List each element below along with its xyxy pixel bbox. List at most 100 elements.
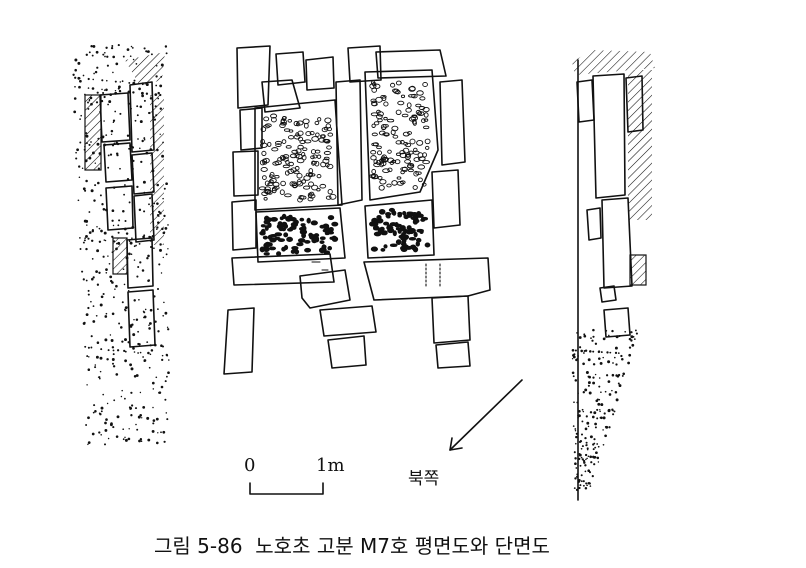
soil-dot: [102, 255, 105, 258]
soil-dot: [611, 389, 613, 392]
pebble-mark: [371, 100, 378, 107]
pebble-mark: [413, 170, 419, 177]
pebble-mark: [282, 156, 289, 162]
soil-dot: [133, 79, 136, 82]
soil-dot: [126, 134, 130, 137]
pebble-mark: [296, 158, 305, 164]
soil-dot: [572, 425, 575, 427]
soil-dot: [584, 436, 587, 440]
soil-dot: [136, 185, 139, 189]
soil-dot: [112, 119, 116, 122]
pebble-mark: [415, 171, 422, 175]
pebble-mark: [267, 141, 272, 147]
soil-dot: [93, 72, 95, 75]
soil-dot: [131, 47, 134, 49]
soil-dot: [114, 89, 117, 92]
pebble-mark: [276, 251, 282, 257]
soil-dot: [130, 414, 133, 417]
soil-dot: [93, 199, 96, 202]
soil-dot: [589, 455, 591, 458]
pebble-mark: [298, 194, 305, 200]
soil-dot: [580, 456, 583, 459]
soil-dot: [104, 239, 107, 242]
soil-dot: [102, 53, 105, 56]
pebble-mark: [319, 183, 327, 189]
pebble-mark: [295, 153, 303, 159]
soil-dot: [581, 458, 584, 461]
soil-dot: [92, 44, 96, 48]
soil-dot: [96, 226, 98, 228]
pebble-mark: [395, 109, 402, 115]
pebble-mark: [303, 139, 312, 144]
soil-dot: [587, 455, 590, 458]
soil-dot: [587, 425, 590, 428]
soil-dot: [617, 382, 620, 385]
soil-dot: [117, 224, 120, 227]
pebble-mark: [293, 170, 300, 175]
soil-dot: [130, 404, 134, 407]
soil-dot: [575, 358, 578, 362]
pebble-mark: [263, 116, 270, 122]
pebble-mark: [299, 217, 305, 222]
pebble-mark: [279, 122, 286, 129]
pebble-mark: [400, 242, 407, 246]
soil-dot: [580, 447, 583, 450]
pebble-mark: [411, 93, 418, 99]
soil-dot: [132, 91, 135, 94]
soil-dot: [114, 110, 117, 113]
soil-dot: [164, 398, 167, 401]
pebble-mark: [275, 232, 280, 236]
soil-dot: [585, 441, 588, 444]
soil-dot: [596, 408, 599, 411]
soil-dot: [121, 80, 124, 83]
soil-dot: [585, 415, 588, 418]
soil-dot: [604, 426, 607, 428]
soil-dot: [571, 371, 575, 375]
soil-dot: [582, 480, 585, 483]
soil-dot: [102, 393, 105, 396]
soil-dot: [101, 203, 104, 206]
soil-dot: [105, 88, 108, 92]
soil-dot: [578, 453, 581, 455]
pebble-mark: [416, 228, 424, 233]
pebble-mark: [308, 193, 316, 199]
soil-dot: [575, 467, 578, 469]
pebble-mark: [376, 114, 383, 120]
soil-dot: [87, 293, 90, 296]
pebble-mark: [322, 225, 329, 229]
scale-bar: 0 1m: [244, 455, 345, 495]
soil-dot: [586, 484, 588, 487]
pebble-mark: [381, 126, 386, 131]
pebble-mark: [379, 226, 385, 232]
soil-dot: [138, 343, 141, 346]
soil-dot: [162, 314, 165, 317]
soil-dot: [602, 443, 605, 446]
soil-dot: [139, 391, 142, 394]
pebble-mark: [315, 132, 320, 137]
soil-dot: [139, 438, 143, 441]
soil-dot: [91, 230, 94, 233]
soil-dot: [586, 457, 588, 460]
soil-dot: [151, 429, 155, 433]
pebble-mark: [264, 241, 271, 248]
pebble-mark: [297, 130, 304, 136]
pebble-mark: [380, 156, 389, 163]
left-wall-hatch-side: [84, 94, 102, 171]
soil-dot: [90, 45, 93, 48]
pebble-mark: [424, 138, 431, 145]
soil-dot: [130, 367, 134, 371]
soil-dot: [84, 237, 86, 239]
soil-dot: [154, 320, 157, 323]
soil-dot: [143, 359, 147, 362]
pebble-mark: [282, 164, 290, 169]
soil-dot: [585, 444, 588, 446]
soil-dot: [122, 428, 125, 431]
soil-dot: [100, 406, 104, 410]
soil-dot: [127, 289, 130, 292]
pebble-mark: [270, 113, 278, 119]
pebble-mark: [404, 154, 411, 160]
soil-dot: [79, 237, 81, 239]
soil-dot: [84, 345, 87, 348]
soil-dot: [166, 418, 169, 421]
pebble-mark: [295, 132, 300, 137]
